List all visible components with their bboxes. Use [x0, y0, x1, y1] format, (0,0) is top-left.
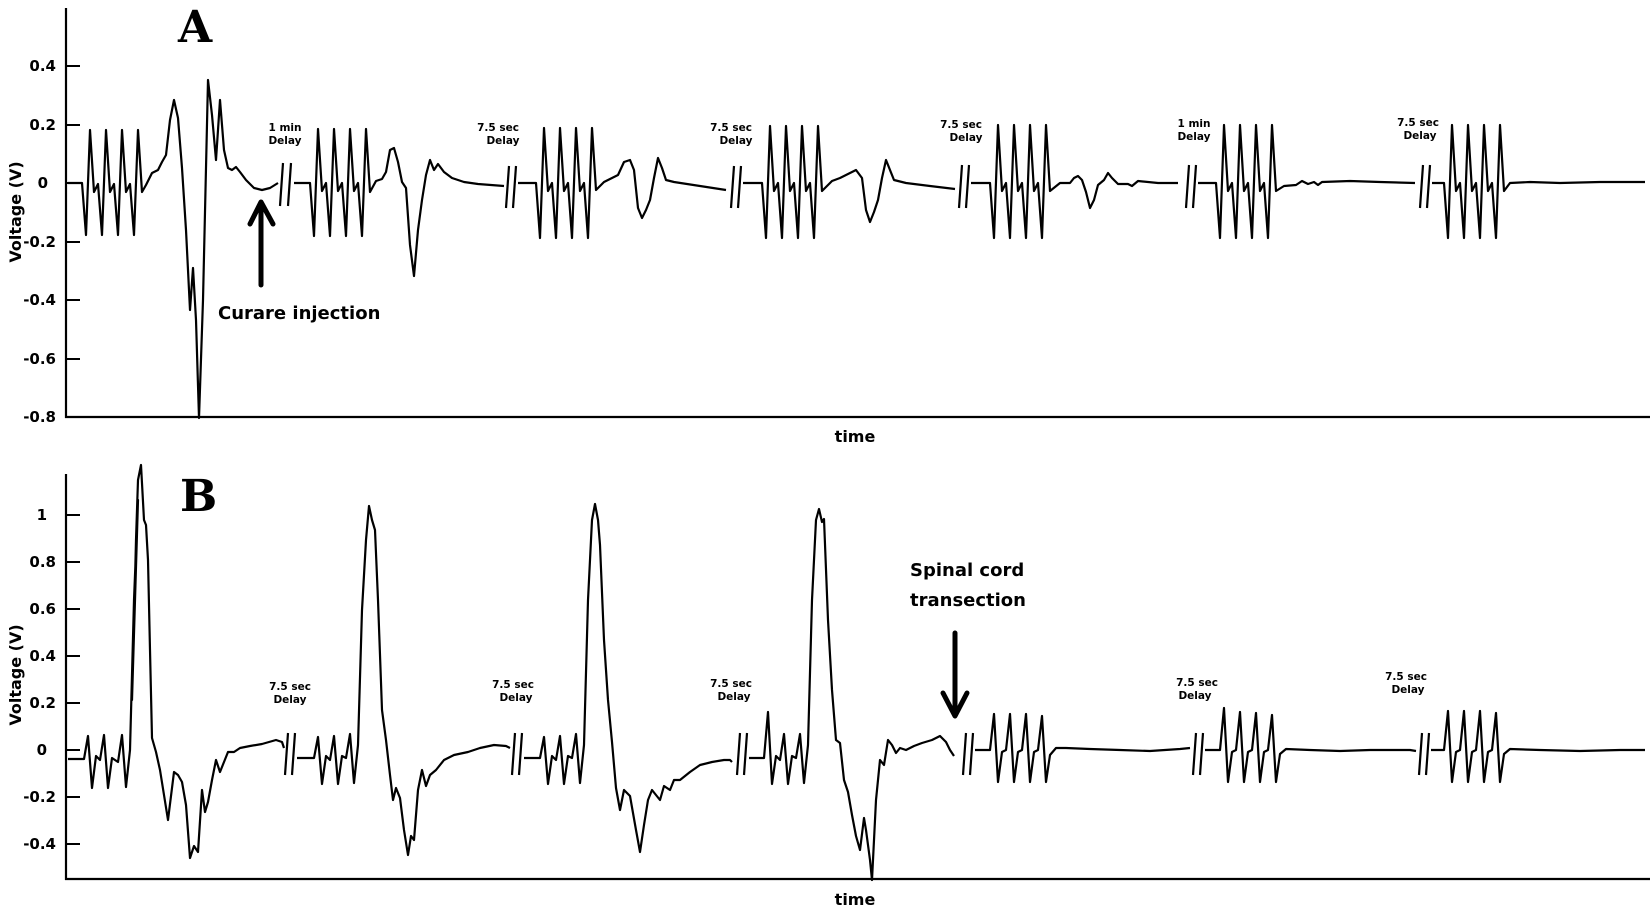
panel-b-trace: [975, 712, 1191, 784]
delay-label: 7.5 sec: [269, 681, 311, 693]
panel-a-break-2: [504, 165, 518, 209]
delay-label: 1 min: [1178, 118, 1211, 130]
panel-a: A 0.4 0.2 0 -0.2 -0.4 -0.6 -0.8 Voltage …: [6, 2, 1650, 446]
delay-label: Delay: [1391, 684, 1424, 696]
delay-label: 7.5 sec: [710, 122, 752, 134]
tick-label: -0.4: [23, 291, 56, 309]
tick-label: 0.2: [29, 116, 56, 134]
panel-a-trace: [518, 126, 727, 240]
panel-b-break-4: [961, 732, 975, 776]
delay-label: 7.5 sec: [1385, 671, 1427, 683]
tick-label: 1: [37, 506, 47, 524]
delay-label: Delay: [486, 135, 519, 147]
transection-annotation-line2: transection: [910, 590, 1026, 611]
panel-b-x-axis-title: time: [835, 890, 876, 909]
panel-a-delay-labels: 1 min Delay 7.5 sec Delay 7.5 sec Delay …: [268, 117, 1438, 147]
delay-label: Delay: [1177, 131, 1210, 143]
panel-a-letter: A: [177, 2, 213, 53]
tick-label: 0.8: [29, 553, 56, 571]
panel-b-break-6: [1417, 732, 1431, 776]
panel-a-trace: [971, 123, 1178, 240]
panel-b-trace: [1431, 709, 1645, 784]
delay-label: Delay: [949, 132, 982, 144]
panel-b-break-2: [510, 732, 524, 776]
tick-label: -0.6: [23, 350, 56, 368]
panel-b-letter: B: [180, 471, 217, 522]
curare-annotation: Curare injection: [218, 303, 380, 324]
delay-label: 7.5 sec: [940, 119, 982, 131]
panel-a-break-6: [1418, 164, 1432, 209]
tick-label: 0: [38, 174, 48, 192]
panel-a-y-axis-title: Voltage (V): [6, 161, 25, 262]
delay-label: 7.5 sec: [710, 678, 752, 690]
delay-label: Delay: [717, 691, 750, 703]
tick-label: 0.6: [29, 600, 56, 618]
panel-a-trace: [68, 78, 279, 420]
tick-label: -0.2: [23, 788, 56, 806]
curare-arrow-icon: [247, 199, 276, 288]
delay-label: 7.5 sec: [492, 679, 534, 691]
panel-a-break-3: [729, 165, 743, 209]
transection-annotation-line1: Spinal cord: [910, 560, 1024, 581]
delay-label: Delay: [499, 692, 532, 704]
tick-label: -0.8: [23, 408, 56, 426]
delay-label: Delay: [719, 135, 752, 147]
delay-label: Delay: [273, 694, 306, 706]
delay-label: Delay: [1403, 130, 1436, 142]
panel-b-trace: [68, 463, 286, 860]
panel-a-y-ticks: [66, 65, 80, 360]
panel-a-break-4: [957, 164, 971, 209]
tick-label: 0: [37, 741, 47, 759]
panel-a-tick-labels: 0.4 0.2 0 -0.2 -0.4 -0.6 -0.8: [23, 57, 56, 426]
delay-label: 1 min: [269, 122, 302, 134]
panel-a-break-5: [1184, 164, 1198, 209]
tick-label: 0.4: [29, 647, 56, 665]
panel-a-trace: [1198, 123, 1416, 240]
panel-b-tick-labels: 1 0.8 0.6 0.4 0.2 0 -0.2 -0.4: [23, 506, 56, 853]
panel-b: B 1 0.8 0.6 0.4 0.2 0 -0.2 -0.4 Voltage …: [6, 463, 1650, 909]
delay-label: Delay: [268, 135, 301, 147]
panel-b-trace: [297, 504, 511, 857]
panel-a-trace: [294, 127, 505, 278]
panel-a-x-axis-title: time: [835, 427, 876, 446]
panel-b-y-ticks: [66, 514, 80, 845]
panel-b-break-1: [283, 732, 297, 776]
tick-label: 0.4: [29, 57, 56, 75]
panel-b-trace: [524, 502, 733, 854]
transection-arrow-icon: [940, 630, 970, 719]
panel-b-delay-labels: 7.5 sec Delay 7.5 sec Delay 7.5 sec Dela…: [269, 671, 1427, 706]
panel-b-break-3: [735, 732, 749, 776]
delay-label: Delay: [1178, 690, 1211, 702]
panel-a-break-1: [278, 162, 293, 207]
delay-label: 7.5 sec: [1397, 117, 1439, 129]
panel-b-break-5: [1191, 732, 1205, 776]
panel-a-trace: [1432, 123, 1645, 240]
delay-label: 7.5 sec: [1176, 677, 1218, 689]
panel-b-trace: [1205, 706, 1417, 784]
tick-label: 0.2: [29, 694, 56, 712]
panel-a-trace: [743, 124, 956, 240]
tick-label: -0.4: [23, 835, 56, 853]
tick-label: -0.2: [23, 233, 56, 251]
panel-b-y-axis-title: Voltage (V): [6, 624, 25, 725]
delay-label: 7.5 sec: [477, 122, 519, 134]
panel-b-trace: [749, 507, 955, 882]
